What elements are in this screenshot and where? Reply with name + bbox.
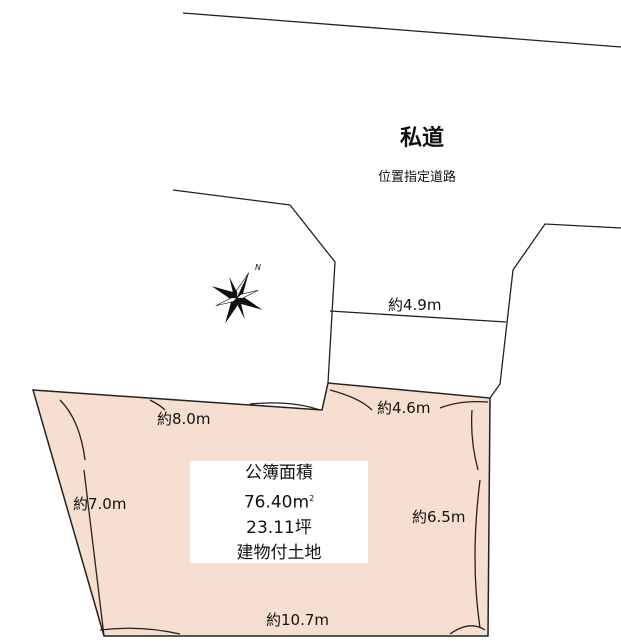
info-area-unit-sup: 2 <box>309 494 315 503</box>
edge-label-right: 約6.5m <box>412 508 466 526</box>
edge-label-top-left: 約8.0m <box>157 410 211 428</box>
road-edge-top <box>182 12 621 48</box>
info-category: 建物付土地 <box>236 542 322 563</box>
edge-label-bottom: 約10.7m <box>266 611 330 629</box>
lot-info-box: 公簿面積 76.40m2 23.11坪 建物付土地 <box>190 461 368 563</box>
road-name: 私道 <box>400 126 445 151</box>
edge-label-left: 約7.0m <box>73 495 127 513</box>
info-area-sqm-value: 76.40m <box>243 492 310 513</box>
dimension-arcs <box>59 389 489 637</box>
info-area-tsubo: 23.11坪 <box>246 517 312 538</box>
compass-rose-icon <box>211 272 263 324</box>
edge-label-top-right: 約4.6m <box>377 399 431 417</box>
north-label: N <box>255 263 261 272</box>
info-title: 公簿面積 <box>245 463 313 483</box>
info-area-sqm: 76.40m2 <box>190 486 368 516</box>
left-block-outline <box>172 189 336 384</box>
road-width-dimension <box>329 310 507 323</box>
road-type: 位置指定道路 <box>378 170 457 185</box>
road-width-label: 約4.9m <box>388 296 442 314</box>
right-block-outline <box>489 223 621 399</box>
